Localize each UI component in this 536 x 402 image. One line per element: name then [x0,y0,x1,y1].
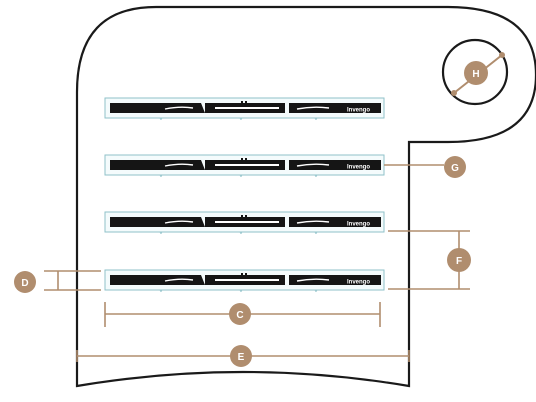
tag-3: Invengo [104,211,385,234]
callout-d: D [14,271,36,293]
tag-2-brand: Invengo [347,165,370,171]
tag-4: Invengo [104,269,385,292]
tag-2: Invengo [104,154,385,177]
tag-4-brand: Invengo [347,280,370,286]
callout-g-label: G [451,163,459,174]
tag-1: Invengo [104,97,385,120]
callout-h-label: H [472,69,479,80]
callout-e: E [230,345,252,367]
callout-c: C [229,303,251,325]
tag-3-brand: Invengo [347,222,370,228]
callout-h: H [464,61,488,85]
callout-f: F [447,248,471,272]
tag-1-brand: Invengo [347,108,370,114]
callout-d-label: D [21,278,28,289]
callout-f-label: F [456,256,462,267]
dimension-lines [44,164,470,362]
callout-g: G [444,156,466,178]
callout-e-label: E [238,352,245,363]
callout-c-label: C [236,310,243,321]
roll-outline [75,5,536,388]
